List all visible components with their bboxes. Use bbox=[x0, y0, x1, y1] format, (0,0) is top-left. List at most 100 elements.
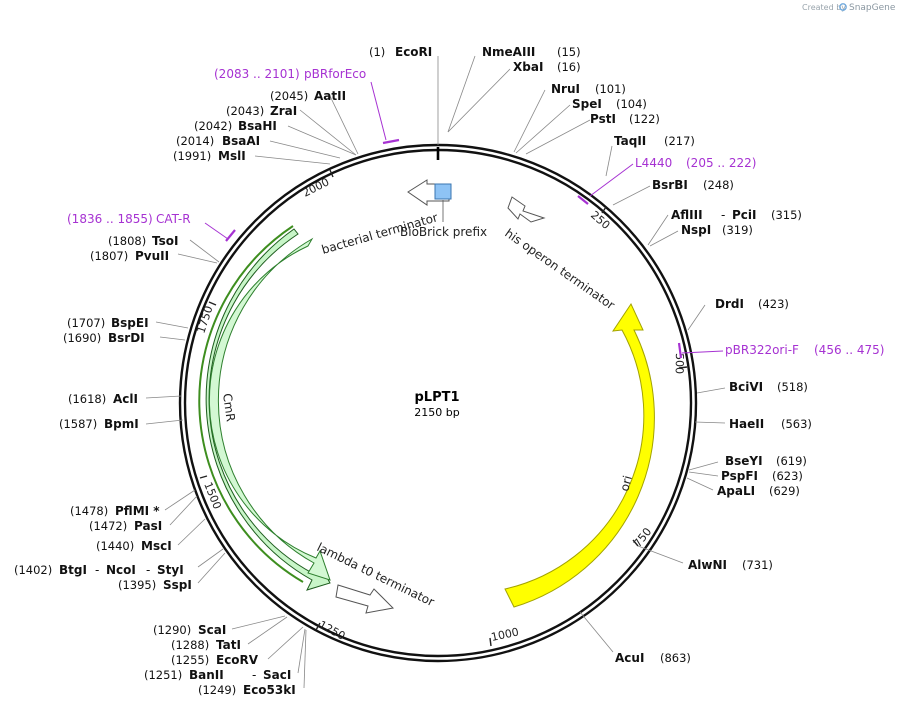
site-nrui[interactable]: NruI bbox=[551, 82, 580, 96]
site-apali-pos: (629) bbox=[769, 484, 800, 498]
site-bspei[interactable]: BspEI bbox=[111, 316, 149, 330]
site-spei-pos: (104) bbox=[616, 97, 647, 111]
plasmid-length: 2150 bp bbox=[414, 406, 459, 419]
site-pasi[interactable]: PasI bbox=[134, 519, 162, 533]
svg-text:-: - bbox=[146, 563, 150, 577]
primer-cat-r[interactable]: CAT-R bbox=[156, 212, 191, 226]
site-bsrdi[interactable]: BsrDI bbox=[108, 331, 145, 345]
site-spei[interactable]: SpeI bbox=[572, 97, 602, 111]
svg-text:-: - bbox=[721, 208, 725, 222]
site-bseyi[interactable]: BseYI bbox=[725, 454, 763, 468]
site-nmeaiii-pos: (15) bbox=[557, 45, 581, 59]
his-terminator-label: his operon terminator bbox=[502, 226, 617, 312]
primer-cat-r-range: (1836 .. 1855) bbox=[67, 212, 153, 226]
site-apali[interactable]: ApaLI bbox=[717, 484, 755, 498]
site-ecorv[interactable]: EcoRV bbox=[216, 653, 259, 667]
cmr-arrow[interactable] bbox=[208, 237, 331, 581]
site-pspfi[interactable]: PspFI bbox=[721, 469, 758, 483]
site-psti-pos: (122) bbox=[629, 112, 660, 126]
tick-1000: 1000 bbox=[490, 625, 520, 644]
site-sspi-pos: (1395) bbox=[118, 578, 156, 592]
site-eco53ki-pos: (1249) bbox=[198, 683, 236, 697]
site-msci[interactable]: MscI bbox=[141, 539, 172, 553]
site-bsaai-pos: (2014) bbox=[176, 134, 214, 148]
site-acui-pos: (863) bbox=[660, 651, 691, 665]
site-pspfi-pos: (623) bbox=[772, 469, 803, 483]
ori-arrow[interactable] bbox=[504, 302, 655, 608]
ori-label: ori bbox=[617, 474, 635, 493]
site-psti[interactable]: PstI bbox=[590, 112, 616, 126]
site-zrai-pos: (2043) bbox=[226, 104, 264, 118]
site-saci[interactable]: SacI bbox=[263, 668, 291, 682]
site-ecori[interactable]: EcoRI bbox=[395, 45, 432, 59]
tick-2000: 2000 bbox=[300, 175, 331, 199]
cmr-label: CmR bbox=[220, 392, 238, 422]
site-styi[interactable]: StyI bbox=[157, 563, 184, 577]
site-tsoi[interactable]: TsoI bbox=[152, 234, 178, 248]
leader-lines bbox=[145, 55, 726, 689]
primer-pbrforeco[interactable]: pBRforEco bbox=[304, 67, 366, 81]
site-scai[interactable]: ScaI bbox=[198, 623, 226, 637]
site-drdi-pos: (423) bbox=[758, 297, 789, 311]
site-nrui-pos: (101) bbox=[595, 82, 626, 96]
site-eco53ki[interactable]: Eco53kI bbox=[243, 683, 296, 697]
site-alwni-pos: (731) bbox=[742, 558, 773, 572]
site-ecorv-pos: (1255) bbox=[171, 653, 209, 667]
site-banii[interactable]: BanII bbox=[189, 668, 224, 682]
site-haeii[interactable]: HaeII bbox=[729, 417, 764, 431]
site-acui[interactable]: AcuI bbox=[615, 651, 644, 665]
site-ecori-pos: (1) bbox=[369, 45, 385, 59]
site-bsahi-pos: (2042) bbox=[194, 119, 232, 133]
snapgene-logo-icon bbox=[839, 3, 847, 11]
site-nspi[interactable]: NspI bbox=[681, 223, 711, 237]
site-aatii[interactable]: AatII bbox=[314, 89, 346, 103]
site-btgi[interactable]: BtgI bbox=[59, 563, 87, 577]
right-sites: NmeAIII (15) XbaI (16) NruI (101) SpeI (… bbox=[482, 45, 812, 665]
site-nmeaiii[interactable]: NmeAIII bbox=[482, 45, 535, 59]
site-bspei-pos: (1707) bbox=[67, 316, 105, 330]
site-drdi[interactable]: DrdI bbox=[715, 297, 744, 311]
site-msli[interactable]: MslI bbox=[218, 149, 246, 163]
biobrick-prefix-label: BioBrick prefix bbox=[400, 225, 487, 239]
primer-pbr322ori-f[interactable]: pBR322ori-F bbox=[725, 343, 799, 357]
site-bsahi[interactable]: BsaHI bbox=[238, 119, 277, 133]
primer-pbrforeco-range: (2083 .. 2101) bbox=[214, 67, 300, 81]
site-zrai[interactable]: ZraI bbox=[270, 104, 297, 118]
site-taqii-pos: (217) bbox=[664, 134, 695, 148]
site-bsrdi-pos: (1690) bbox=[63, 331, 101, 345]
site-msli-pos: (1991) bbox=[173, 149, 211, 163]
site-tati[interactable]: TatI bbox=[216, 638, 241, 652]
credit-brand: SnapGene bbox=[849, 3, 896, 13]
primer-labels: (2083 .. 2101) pBRforEco L4440 (205 .. 2… bbox=[67, 67, 884, 357]
site-bsrbi[interactable]: BsrBI bbox=[652, 178, 688, 192]
site-taqii[interactable]: TaqII bbox=[614, 134, 646, 148]
site-btgi-pos: (1402) bbox=[14, 563, 52, 577]
site-pcii[interactable]: PciI bbox=[732, 208, 757, 222]
site-xbai[interactable]: XbaI bbox=[513, 60, 543, 74]
site-bpmi[interactable]: BpmI bbox=[104, 417, 139, 431]
primer-marks bbox=[204, 81, 724, 359]
svg-text:-: - bbox=[252, 668, 256, 682]
tick-500: 500 bbox=[673, 353, 686, 374]
site-bcivi[interactable]: BciVI bbox=[729, 380, 763, 394]
lambda-terminator-arrow[interactable] bbox=[335, 584, 395, 614]
site-nspi-pos: (319) bbox=[722, 223, 753, 237]
site-haeii-pos: (563) bbox=[781, 417, 812, 431]
plasmid-name: pLPT1 bbox=[414, 390, 459, 405]
site-pflmi[interactable]: PflMI * bbox=[115, 504, 160, 518]
site-tsoi-pos: (1808) bbox=[108, 234, 146, 248]
site-afliii[interactable]: AflIII bbox=[671, 208, 703, 222]
site-alwni[interactable]: AlwNI bbox=[688, 558, 727, 572]
biobrick-prefix-box[interactable] bbox=[434, 183, 452, 200]
his-terminator-arrow[interactable] bbox=[507, 196, 546, 223]
site-acli[interactable]: AclI bbox=[113, 392, 138, 406]
site-sspi[interactable]: SspI bbox=[163, 578, 192, 592]
site-bseyi-pos: (619) bbox=[776, 454, 807, 468]
site-bsaai[interactable]: BsaAI bbox=[222, 134, 260, 148]
left-sites: (1) EcoRI (2045) AatII (2043) ZraI (2042… bbox=[14, 45, 432, 697]
credit-prefix: Created by bbox=[802, 3, 846, 12]
site-ncoi[interactable]: NcoI bbox=[106, 563, 136, 577]
primer-l4440[interactable]: L4440 bbox=[635, 156, 672, 170]
site-pvuii[interactable]: PvuII bbox=[135, 249, 169, 263]
